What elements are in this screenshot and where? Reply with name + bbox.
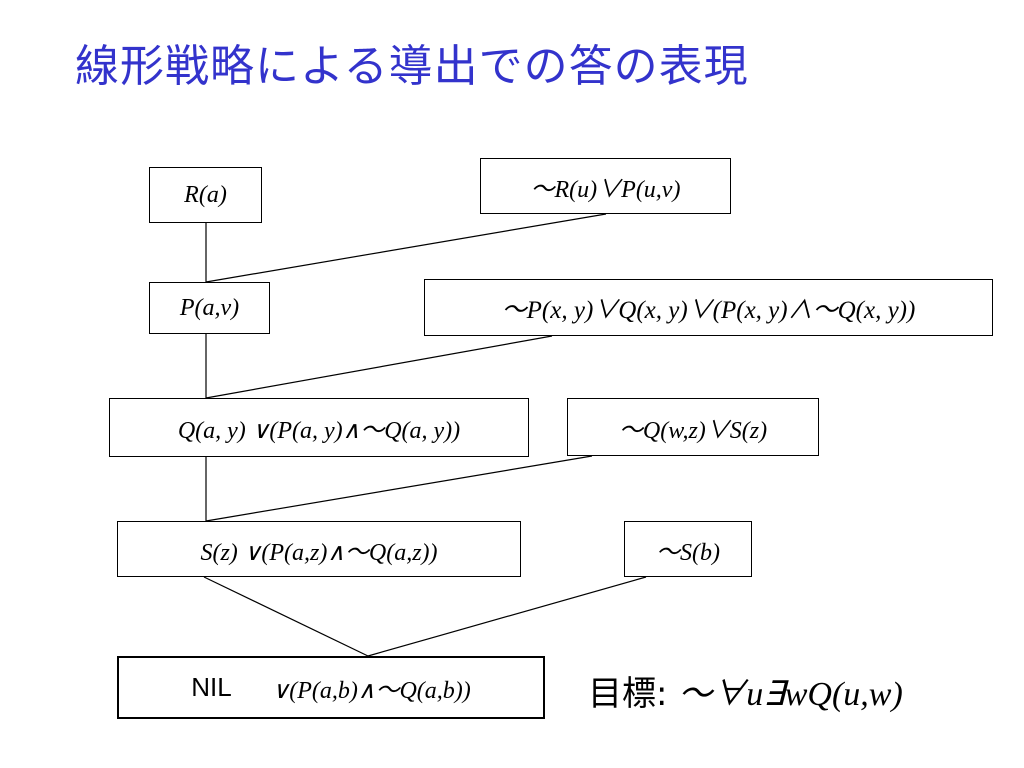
clause-text: P(a,v) — [179, 294, 240, 321]
clause-text: ～P(x, y)∨Q(x, y)∨(P(x, y)∧～Q(x, y)) — [501, 296, 916, 324]
clause-text: ～Q(w,z)∨S(z) — [618, 417, 768, 444]
clause-text: ～S(b) — [656, 539, 720, 566]
clause-s-z: S(z) ∨(P(a,z)∧～Q(a,z)) — [117, 521, 521, 577]
clause-text: ～R(u)∨P(u,v) — [530, 176, 681, 203]
goal-statement: 目標: ～∀u∃wQ(u,w) — [588, 666, 903, 715]
clause-text: ∨(P(a,b)∧～Q(a,b)) — [271, 678, 471, 704]
clause-r-a: R(a) — [149, 167, 262, 223]
clause-q-ay: Q(a, y) ∨(P(a, y)∧～Q(a, y)) — [109, 398, 529, 457]
slide-title: 線形戦略による導出での答の表現 — [75, 41, 749, 92]
clause-text: S(z) ∨(P(a,z)∧～Q(a,z)) — [200, 539, 438, 566]
clause-not-s-b: ～S(b) — [624, 521, 752, 577]
nil-word: NIL — [191, 672, 232, 702]
goal-formula: ～∀u∃wQ(u,w) — [678, 676, 903, 713]
clause-text: Q(a, y) ∨(P(a, y)∧～Q(a, y)) — [177, 418, 461, 444]
clause-p-av: P(a,v) — [149, 282, 270, 334]
edge-nots-to-nil — [367, 576, 647, 657]
clause-not-q-or-s: ～Q(w,z)∨S(z) — [567, 398, 819, 456]
edge-big-to-q — [205, 335, 553, 399]
clause-nil: NIL ∨(P(a,b)∧～Q(a,b)) — [117, 656, 545, 719]
goal-label: 目標: — [588, 674, 679, 714]
edge-s-to-nil — [203, 576, 369, 657]
clause-text: R(a) — [184, 181, 227, 208]
clause-not-r-or-p: ～R(u)∨P(u,v) — [480, 158, 731, 214]
edge-notr-to-p — [205, 213, 607, 283]
edge-notq-to-s — [205, 455, 593, 522]
clause-big: ～P(x, y)∨Q(x, y)∨(P(x, y)∧～Q(x, y)) — [424, 279, 993, 336]
